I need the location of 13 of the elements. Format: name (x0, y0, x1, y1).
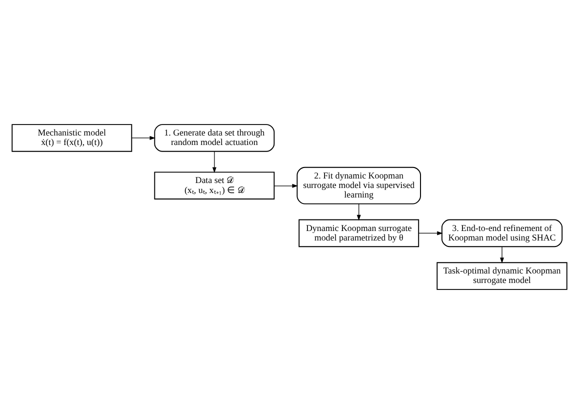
node-box: 1. Generate data set through random model actuation (154, 124, 275, 152)
node-box: Dynamic Koopman surrogate model parametrized by θ (298, 219, 420, 248)
node-box: 2. Fit dynamic Koopman surrogate model via supervised learning (296, 166, 421, 204)
node-box: 3. End-to-end refinement of Koopman model using SHAC (441, 219, 563, 248)
arrow (212, 151, 216, 173)
arrow (274, 184, 298, 188)
node-box: Data set 𝒟 (xₜ, uₜ, xₜ₊₁) ∈ 𝒟 (154, 172, 275, 200)
arrow (356, 204, 361, 221)
arrow (418, 231, 443, 236)
node-box: Task-optimal dynamic Koopman surrogate model (436, 262, 568, 290)
arrow (131, 136, 156, 140)
node-box: Mechanistic model ẋ(t) = f(x(t), u(t)) (12, 124, 132, 152)
arrow (500, 246, 504, 264)
